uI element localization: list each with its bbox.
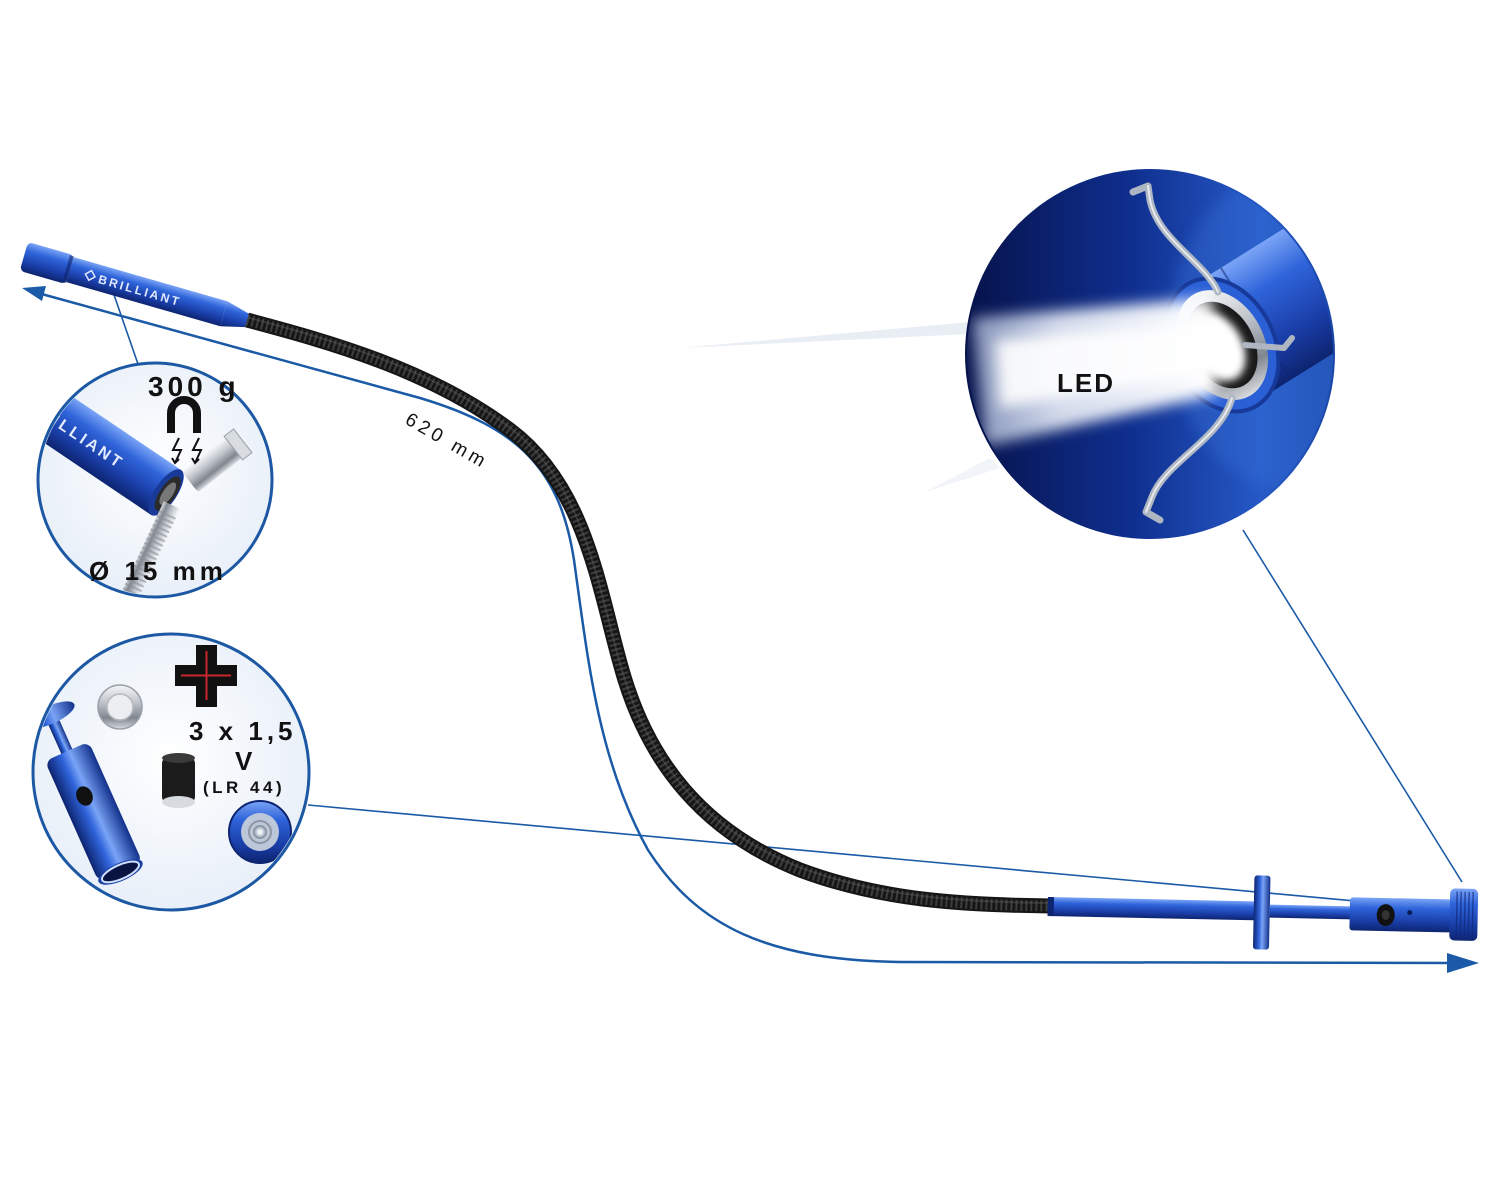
tool-tip-shaft: [66, 257, 228, 327]
tool-tip-taper: [220, 301, 249, 328]
battery-callout-leader: [307, 804, 1411, 907]
coin-battery-icon: [97, 684, 143, 730]
magnet-callout-border: [36, 361, 274, 599]
flexible-hose: [245, 312, 1053, 914]
battery-type-label: (LR 44): [203, 778, 285, 797]
plus-icon: [175, 645, 237, 707]
battery-callout-border: [31, 632, 311, 912]
finger-grip-flange: [1253, 875, 1271, 950]
gripper-claws: [1129, 182, 1295, 524]
length-label: 620 mm: [402, 409, 493, 474]
tool-handle: [1047, 875, 1479, 950]
handle-button: [76, 786, 93, 806]
handle-body: [1349, 897, 1452, 933]
battery-cap: [228, 800, 292, 864]
led-label: LED: [1057, 368, 1115, 398]
battery-callout: 3 x 1,5 V (LR 44): [31, 632, 311, 912]
light-ray-faint-lower: [925, 458, 1000, 492]
light-ray-faint: [680, 322, 970, 348]
led-callout-leader: [1242, 529, 1463, 883]
dimension-arrow-right-icon: [1447, 953, 1479, 973]
magnet-force-label: 300 g: [148, 371, 240, 402]
diameter-label: Ø 15 mm: [89, 556, 227, 586]
led-callout: LED: [965, 169, 1335, 539]
plunger-rod: [1269, 904, 1352, 920]
voltage-label: 3 x 1,5: [189, 716, 297, 746]
steel-bolt: [121, 501, 181, 595]
magnet-icon: [167, 396, 201, 433]
lightning-icon: [171, 437, 203, 465]
dimension-arrow-left-icon: [22, 286, 46, 301]
tool-tip-cap: [20, 243, 73, 283]
handle-tube: [1047, 897, 1260, 921]
silver-socket: [183, 428, 253, 492]
voltage-unit-label: V: [235, 746, 253, 776]
brand-logo-icon: [84, 269, 97, 282]
magnet-callout: BRILLIANT 300 g Ø 15 mm: [36, 361, 274, 599]
magnet-cylinder-icon: [162, 753, 195, 808]
